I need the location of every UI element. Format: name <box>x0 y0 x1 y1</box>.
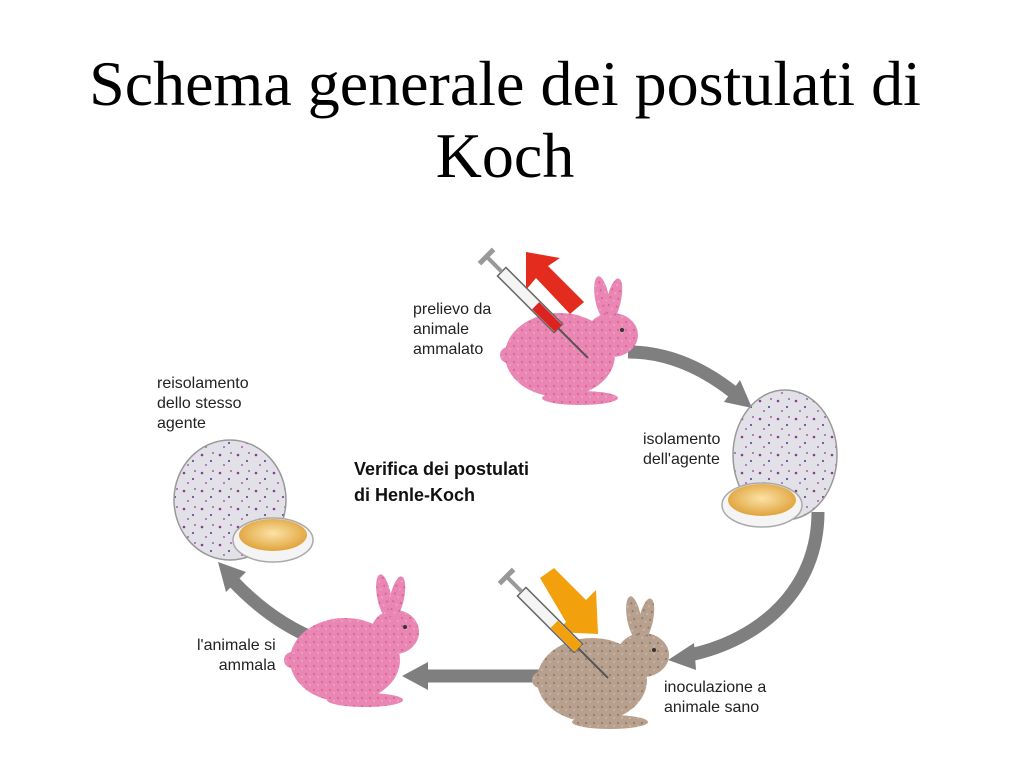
petri-dish-isolation <box>721 389 838 528</box>
arrow-inoculation-to-sick <box>402 662 540 690</box>
sick-rabbit-infected <box>284 574 419 707</box>
step-label-line: animale <box>413 321 470 338</box>
step-label-line: dello stesso <box>157 395 242 412</box>
step-label-isolation: isolamento dell'agente <box>643 430 720 470</box>
center-line-1: Verifica dei postulati <box>354 459 530 479</box>
arrow-sick-to-isolation <box>627 345 752 408</box>
arrow-isolation-to-inoculation <box>668 511 825 670</box>
step-label-line: prelievo da <box>413 301 492 318</box>
inoculation-arrow <box>540 568 598 634</box>
syringe-inoculation <box>497 567 609 679</box>
petri-dish-reisolation <box>173 439 314 563</box>
step-label-line: isolamento <box>643 431 721 448</box>
extraction-arrow <box>526 252 584 314</box>
sick-rabbit-donor <box>500 276 638 405</box>
center-line-2: di Henle-Koch <box>354 485 476 505</box>
step-label-line: ammala <box>218 657 276 674</box>
page-title: Schema generale dei postulati di Koch <box>40 48 970 192</box>
step-label-disease: l'animale si ammala <box>197 636 276 676</box>
step-label-inoculation: inoculazione a animale sano <box>664 678 766 718</box>
healthy-rabbit <box>532 596 669 729</box>
step-label-line: l'animale si <box>197 637 276 654</box>
step-label-line: reisolamento <box>157 375 249 392</box>
step-label-reisolation: reisolamento dello stesso agente <box>157 374 249 434</box>
step-label-line: inoculazione a <box>664 679 767 696</box>
step-label-line: dell'agente <box>643 451 720 468</box>
step-label-extraction: prelievo da animale ammalato <box>413 300 491 360</box>
step-label-line: animale sano <box>664 699 760 716</box>
title-line-2: Koch <box>435 120 575 191</box>
step-label-line: agente <box>157 415 206 432</box>
title-line-1: Schema generale dei postulati di <box>89 48 921 119</box>
step-label-line: ammalato <box>413 341 484 358</box>
syringe-extraction <box>477 247 589 359</box>
diagram-center-title: Verifica dei postulati di Henle-Koch <box>354 456 529 508</box>
